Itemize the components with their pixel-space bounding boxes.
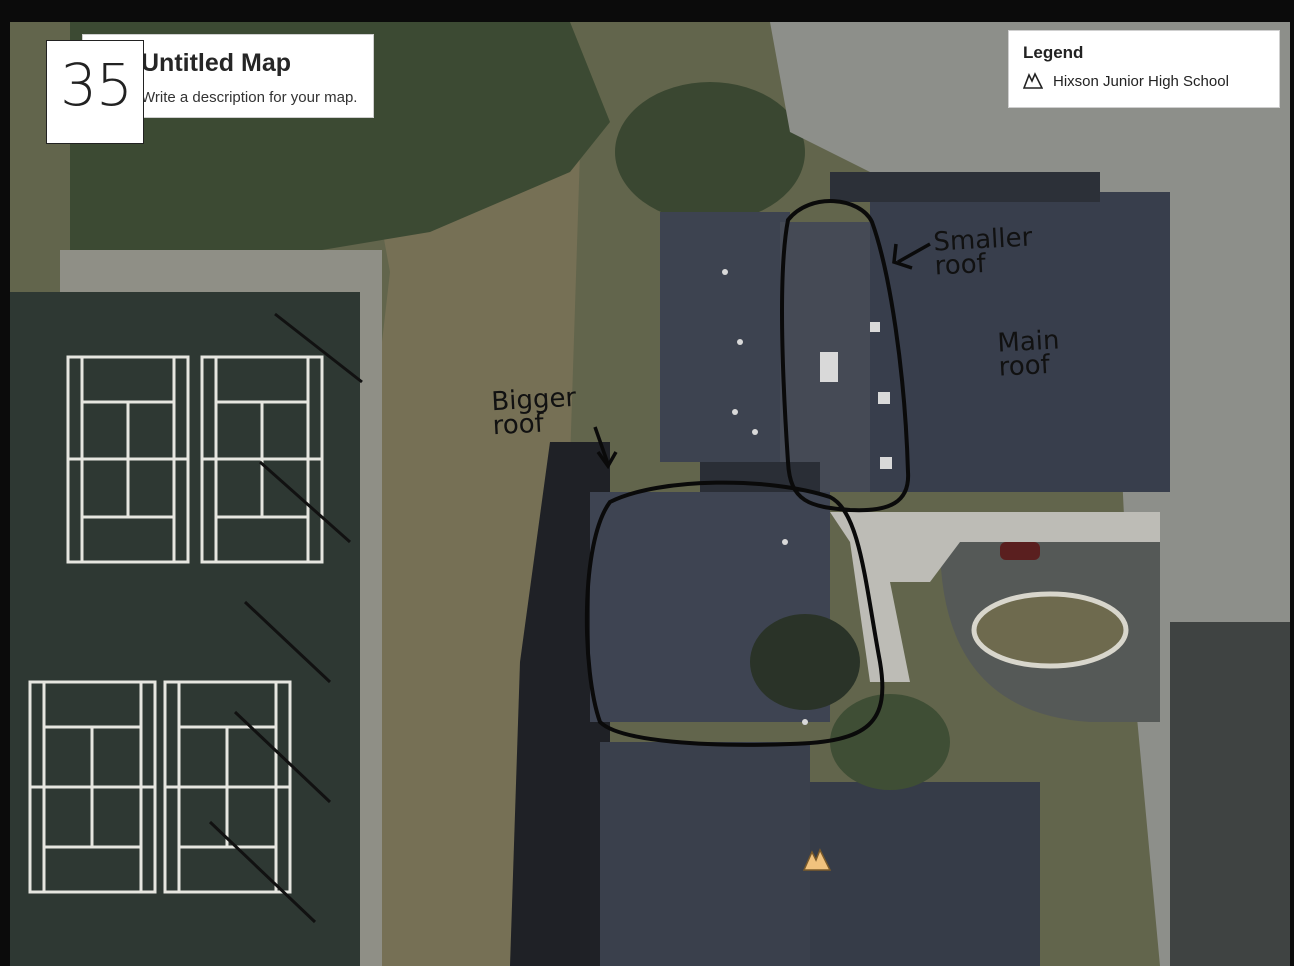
map-scene: [10, 22, 1290, 966]
roof-nw-wing: [660, 212, 790, 462]
map-title[interactable]: Untitled Map: [141, 49, 291, 77]
car: [1000, 542, 1040, 560]
annotation-smaller-roof: Smaller roof: [932, 222, 1033, 282]
smaller-roof-outline: [779, 199, 911, 513]
legend-item[interactable]: Hixson Junior High School: [1023, 71, 1229, 91]
legend-item-label: Hixson Junior High School: [1053, 72, 1229, 90]
school-icon: [1023, 72, 1043, 89]
legend-panel: Legend Hixson Junior High School: [1008, 30, 1280, 108]
annotation-bigger-roof: Bigger roof: [490, 382, 577, 442]
traffic-island: [971, 591, 1129, 669]
annotation-arrows: [593, 242, 931, 470]
bigger-roof-outline: [584, 480, 885, 747]
sidewalk: [830, 512, 1160, 682]
building-shadow: [510, 442, 610, 966]
roof-main: [870, 192, 1170, 492]
roof-southeast: [810, 782, 1040, 966]
court-lines: [28, 355, 324, 894]
page-number: 35: [60, 51, 133, 119]
page-number-box: 35: [46, 40, 144, 144]
school-marker-icon: [802, 848, 832, 871]
legend-title: Legend: [1023, 43, 1084, 62]
roof-equipment: [722, 269, 892, 725]
parking-lot: [1170, 622, 1290, 966]
satellite-photo[interactable]: Smaller roof Main roof Bigger roof: [10, 22, 1290, 966]
light-poles: [208, 312, 363, 924]
tree: [615, 82, 805, 222]
tree: [750, 614, 860, 710]
roof-south: [600, 742, 810, 966]
tree: [830, 694, 950, 790]
map-description[interactable]: Write a description for your map.: [141, 89, 358, 106]
annotation-main-roof: Main roof: [996, 325, 1061, 383]
